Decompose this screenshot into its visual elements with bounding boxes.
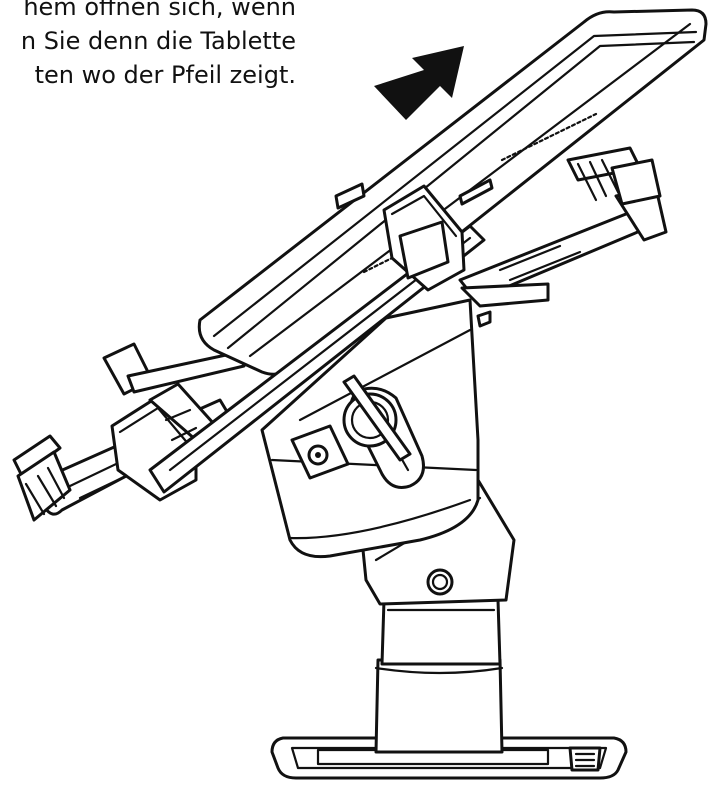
mount-housing	[260, 298, 480, 559]
caption-line-2: n Sie denn die Tablette	[20, 27, 296, 55]
direction-arrow-icon	[374, 46, 464, 120]
right-clamp-block	[382, 184, 466, 292]
right-clamp-arm	[458, 146, 668, 328]
mount-column	[374, 598, 504, 754]
base-plate	[270, 736, 628, 780]
caption-line-1: hem öffnen sich, wenn	[23, 0, 296, 21]
caption-line-3: ten wo der Pfeil zeigt.	[34, 61, 296, 89]
instruction-caption: hem öffnen sich, wenn n Sie denn die Tab…	[0, 0, 296, 92]
tablet-device	[197, 8, 708, 376]
